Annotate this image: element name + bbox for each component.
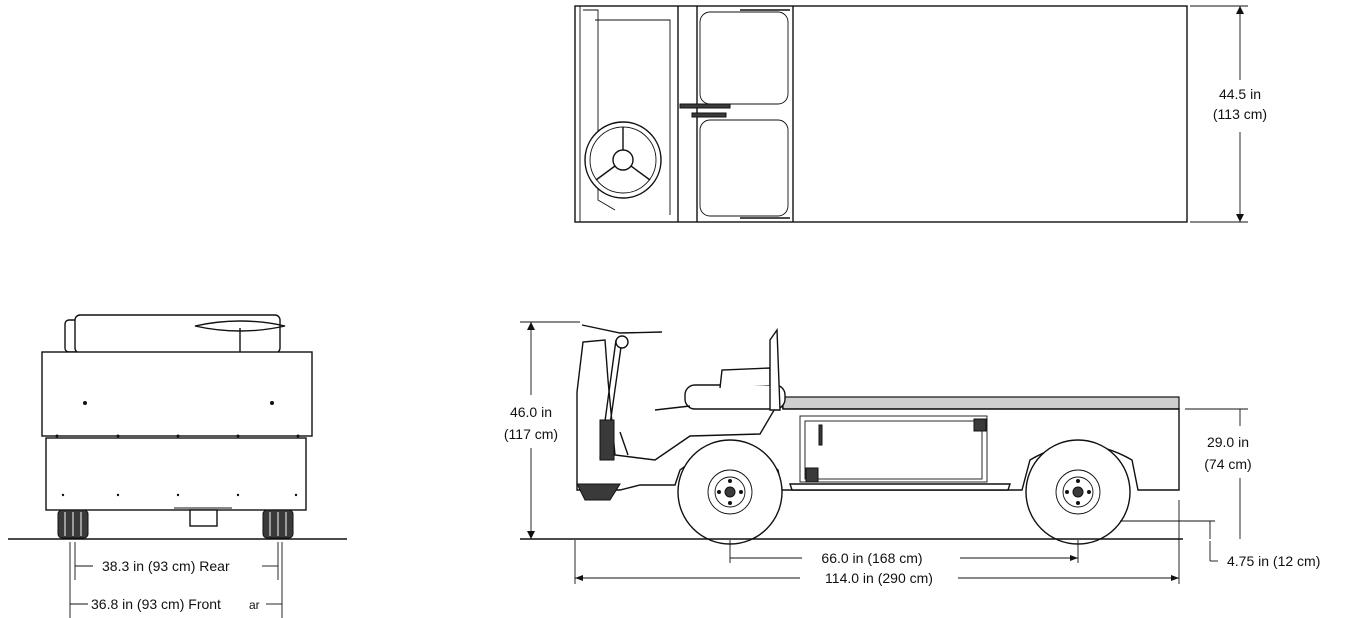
seat — [684, 327, 786, 411]
height-metric-label: (117 cm) — [504, 426, 558, 442]
side-view-front-wheel — [677, 439, 783, 545]
steering-wheel-top — [584, 121, 662, 199]
width-metric-label: (113 cm) — [1213, 106, 1267, 122]
side-view — [520, 324, 1183, 545]
deck-height-dimension: 29.0 in (74 cm) — [1185, 408, 1252, 539]
front-view-left-tire — [57, 509, 89, 539]
track-rear-label: 38.3 in (93 cm) Rear — [102, 558, 230, 574]
wheelbase-label: 66.0 in (168 cm) — [821, 550, 922, 566]
wheelbase-dimension: 66.0 in (168 cm) — [729, 540, 1079, 566]
brake-lever — [679, 103, 731, 109]
top-view — [574, 5, 1188, 223]
front-view-upper-body — [41, 351, 313, 437]
deck-height-metric-label: (74 cm) — [1204, 456, 1251, 472]
width-label: 44.5 in — [1219, 86, 1261, 102]
ground-clearance-dimension: 4.75 in (12 cm) — [1120, 520, 1320, 569]
top-view-outline — [574, 5, 1188, 223]
deck-height-label: 29.0 in — [1207, 434, 1249, 450]
flatbed-deck — [782, 396, 1180, 410]
overall-length-dimension: 114.0 in (290 cm) — [574, 500, 1180, 586]
track-front-label: 36.8 in (93 cm) Front — [91, 596, 221, 612]
height-dimension: 46.0 in (117 cm) — [504, 321, 580, 539]
ground-clearance-label: 4.75 in (12 cm) — [1227, 553, 1320, 569]
front-view-lower-body — [45, 437, 307, 511]
side-view-rear-wheel — [1025, 439, 1131, 545]
track-front-suffix: ar — [249, 598, 260, 612]
front-view-right-tire — [262, 509, 294, 539]
height-label: 46.0 in — [510, 404, 552, 420]
track-dimensions: 38.3 in (93 cm) Rear 36.8 in (93 cm) Fro… — [69, 542, 283, 618]
front-view — [8, 314, 347, 540]
width-dimension: 44.5 in (113 cm) — [1190, 5, 1267, 223]
steering-wheel-side — [581, 324, 663, 461]
battery-compartment — [799, 415, 988, 483]
overall-length-label: 114.0 in (290 cm) — [825, 570, 933, 586]
